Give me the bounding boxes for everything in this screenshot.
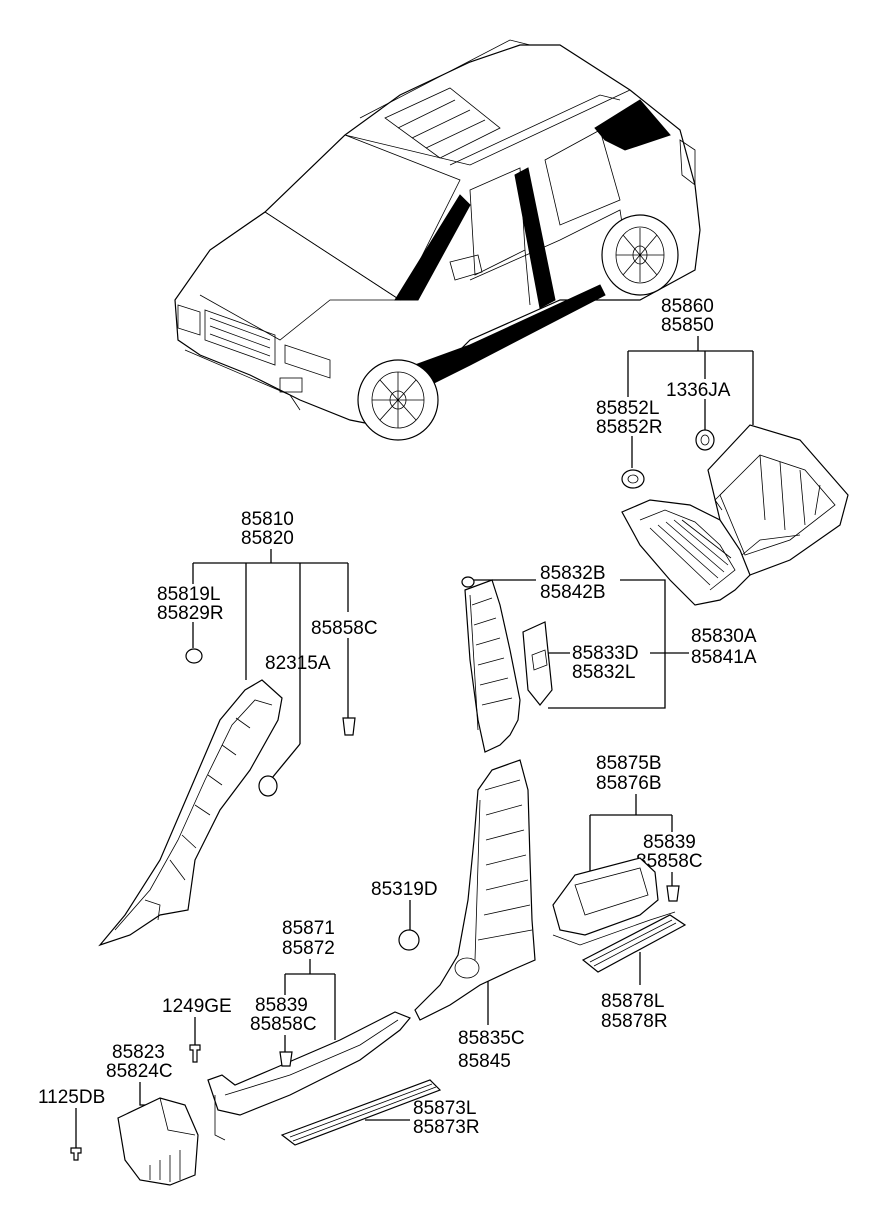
label-85873L: 85873L [413, 1098, 476, 1119]
label-85858C-top: 85858C [311, 618, 378, 639]
label-1249GE: 1249GE [162, 996, 232, 1017]
label-85858C-left: 85858C [250, 1014, 317, 1035]
label-85860: 85860 [661, 296, 714, 317]
label-85832B: 85832B [540, 563, 606, 584]
label-85839-left: 85839 [255, 995, 308, 1016]
clip-85839-left-icon [279, 1051, 293, 1067]
clip-85852-icon [621, 469, 645, 489]
label-85823: 85823 [112, 1042, 165, 1063]
label-85876B: 85876B [596, 773, 662, 794]
bolt-1125DB-icon [70, 1147, 82, 1161]
label-85871: 85871 [282, 918, 335, 939]
label-85852R: 85852R [596, 417, 663, 438]
cowl-side-trim-85823 [117, 1097, 199, 1186]
clip-85832B-icon [461, 576, 475, 588]
rear-scuff-plate-85878 [581, 914, 687, 973]
cover-85833D [522, 621, 553, 706]
grommet-82315A-icon [258, 775, 278, 797]
label-85833D: 85833D [572, 643, 639, 664]
rear-step-plate [621, 499, 751, 606]
label-85873R: 85873R [413, 1117, 480, 1138]
label-85839-right: 85839 [643, 832, 696, 853]
label-85319D: 85319D [371, 879, 438, 900]
grommet-85319D-icon [398, 929, 420, 951]
label-85842B: 85842B [540, 582, 606, 603]
label-85832L: 85832L [572, 662, 635, 683]
label-85872: 85872 [282, 938, 335, 959]
label-85850: 85850 [661, 315, 714, 336]
rear-scuff-trim-85875B [552, 857, 676, 946]
leader-lines [75, 336, 754, 1148]
label-85824C: 85824C [106, 1061, 173, 1082]
label-85830A: 85830A [691, 626, 757, 647]
screw-1249GE-icon [189, 1044, 201, 1063]
label-85845: 85845 [458, 1051, 511, 1072]
label-82315A: 82315A [265, 653, 331, 674]
label-85852L: 85852L [596, 398, 659, 419]
clip-85839-right-icon [666, 885, 680, 902]
label-85829R: 85829R [157, 603, 224, 624]
vehicle-illustration [174, 39, 701, 441]
label-85810: 85810 [241, 509, 294, 530]
label-85835C: 85835C [458, 1028, 525, 1049]
front-sill-trim-85871 [207, 1011, 411, 1141]
front-scuff-plate-85873 [280, 1079, 442, 1146]
center-pillar-upper-trim-85830A [464, 579, 521, 753]
front-pillar-trim-85810 [98, 679, 283, 947]
label-85878L: 85878L [601, 991, 664, 1012]
label-1336JA: 1336JA [666, 380, 731, 401]
label-1125DB: 1125DB [38, 1087, 105, 1108]
clip-85819-icon [185, 648, 203, 664]
center-pillar-lower-trim-85835C [414, 759, 536, 1021]
label-85841A: 85841A [691, 647, 757, 668]
label-85858C-right: 85858C [636, 851, 703, 872]
label-85819L: 85819L [157, 584, 220, 605]
clip-85858C-top-icon [342, 717, 356, 736]
label-85878R: 85878R [601, 1011, 668, 1032]
grommet-1336JA-icon [695, 429, 715, 451]
label-85820: 85820 [241, 528, 294, 549]
label-85875B: 85875B [596, 753, 662, 774]
